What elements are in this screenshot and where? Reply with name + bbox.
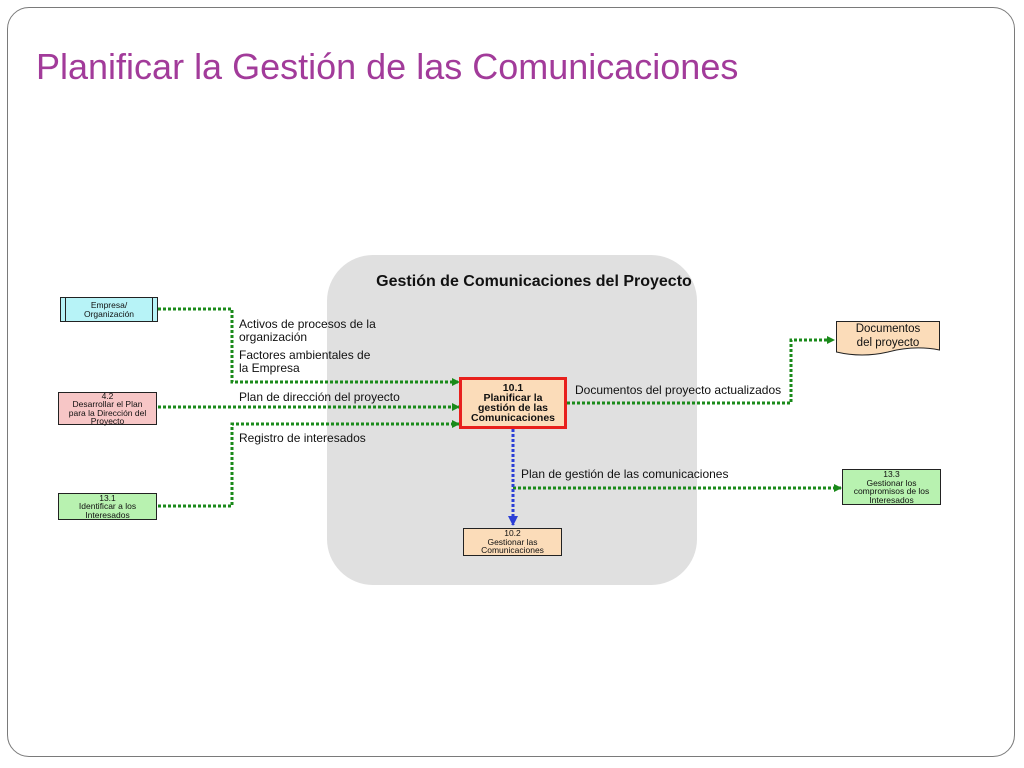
manage-communications-number: 10.2 bbox=[504, 528, 521, 539]
develop-plan-number: 4.2 bbox=[101, 390, 114, 401]
enterprise-line2: Organización bbox=[83, 308, 135, 319]
flow-process-to-documents bbox=[567, 336, 835, 405]
manage-communications-line2: Comunicaciones bbox=[481, 545, 544, 556]
identify-stakeholders-line2: Interesados bbox=[85, 509, 130, 520]
process-line3: Comunicaciones bbox=[470, 412, 556, 424]
manage-engagement-line1: Gestionar los bbox=[866, 477, 917, 488]
manage-communications-line1: Gestionar las bbox=[487, 536, 538, 547]
develop-plan-line2: para la Dirección del bbox=[68, 407, 147, 418]
label-assets-line1: Activos de procesos de la bbox=[239, 317, 376, 331]
label-factors-line1: Factores ambientales de bbox=[239, 348, 371, 362]
project-documents-line2: del proyecto bbox=[856, 337, 920, 349]
label-assets-line2: organización bbox=[239, 330, 308, 344]
flow-enterprise-to-process bbox=[158, 307, 460, 386]
identify-stakeholders-line1: Identificar a los bbox=[78, 501, 137, 512]
manage-communications-box: 10.2 Gestionar las Comunicaciones bbox=[463, 528, 562, 556]
enterprise-box-inner-left-bar bbox=[65, 297, 66, 322]
project-documents-line1: Documentos bbox=[855, 323, 921, 335]
manage-engagement-number: 13.3 bbox=[883, 469, 900, 479]
manage-engagement-line3: Interesados bbox=[869, 494, 914, 505]
label-stakeholder-register: Registro de interesados bbox=[239, 431, 366, 445]
manage-engagement-box: 13.3 Gestionar los compromisos de los In… bbox=[842, 469, 941, 505]
project-documents-label: Documentos del proyecto bbox=[836, 322, 940, 350]
identify-stakeholders-number: 13.1 bbox=[99, 492, 116, 503]
label-project-plan: Plan de dirección del proyecto bbox=[239, 390, 400, 404]
label-communications-plan: Plan de gestión de las comunicaciones bbox=[521, 467, 729, 481]
enterprise-line1: Empresa/ bbox=[90, 300, 128, 310]
flow-stakeholders-to-process bbox=[158, 420, 460, 508]
enterprise-organization-box: Empresa/ Organización bbox=[60, 297, 158, 322]
process-line2: gestión de las bbox=[477, 402, 549, 414]
enterprise-box-inner-right-bar bbox=[152, 297, 153, 322]
develop-plan-line1: Desarrollar el Plan bbox=[72, 399, 143, 409]
slide-title: Planificar la Gestión de las Comunicacio… bbox=[36, 46, 739, 87]
group-title: Gestión de Comunicaciones del Proyecto bbox=[376, 273, 692, 290]
project-documents-shape bbox=[836, 321, 940, 356]
plan-communications-process-box: 10.1 Planificar la gestión de las Comuni… bbox=[459, 377, 567, 429]
process-line1: Planificar la bbox=[483, 392, 543, 404]
develop-plan-line3: Proyecto bbox=[90, 416, 125, 426]
label-documents-updated: Documentos del proyecto actualizados bbox=[575, 383, 782, 397]
label-assets: Activos de procesos de la organización bbox=[239, 318, 376, 344]
manage-engagement-line2: compromisos de los bbox=[853, 486, 930, 496]
identify-stakeholders-box: 13.1 Identificar a los Interesados bbox=[58, 493, 157, 520]
process-number: 10.1 bbox=[502, 382, 524, 394]
label-factors: Factores ambientales de la Empresa bbox=[239, 349, 370, 375]
label-factors-line2: la Empresa bbox=[239, 361, 300, 375]
develop-plan-box: 4.2 Desarrollar el Plan para la Direcció… bbox=[58, 390, 157, 426]
